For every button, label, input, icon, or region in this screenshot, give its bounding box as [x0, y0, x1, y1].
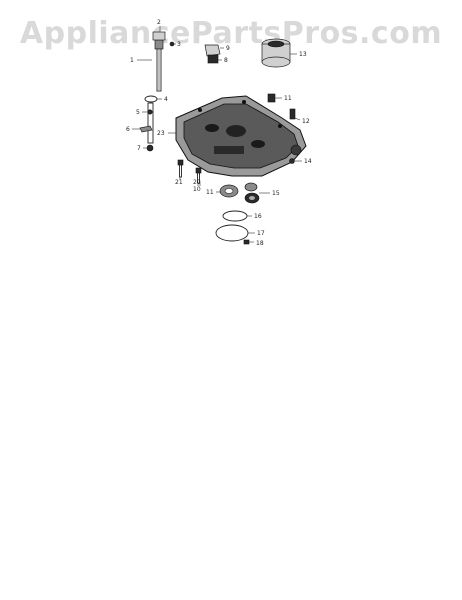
leader-12	[294, 117, 301, 121]
part-dipstick-tube[interactable]	[154, 39, 175, 92]
callout-18: 18	[256, 240, 264, 247]
part-oil-sump[interactable]	[175, 95, 307, 177]
callout-16: 16	[254, 213, 262, 220]
callout-10: 10	[193, 186, 201, 193]
watermark-logo: AppliancePartsPros.com	[19, 16, 443, 51]
part-lower-tube[interactable]	[139, 102, 154, 152]
callout-15: 15	[272, 190, 280, 197]
part-bolt-20[interactable]	[195, 167, 202, 184]
callout-7: 7	[137, 145, 141, 152]
callout-5: 5	[136, 109, 140, 116]
callout-3: 3	[177, 41, 181, 48]
callout-11b: 11	[206, 189, 214, 196]
callout-2: 2	[157, 19, 161, 26]
part-washer[interactable]	[144, 95, 158, 103]
callout-14: 14	[304, 158, 312, 165]
part-dipstick-cap[interactable]	[152, 31, 166, 41]
part-bolt-21[interactable]	[177, 159, 184, 178]
part-oil-filter[interactable]	[261, 38, 291, 68]
callout-13: 13	[299, 51, 307, 58]
part-bearing[interactable]	[219, 184, 239, 198]
callout-8: 8	[224, 57, 228, 64]
callout-20: 20	[193, 179, 201, 186]
callout-1: 1	[130, 57, 134, 64]
callout-12: 12	[302, 118, 310, 125]
callout-21: 21	[175, 179, 183, 186]
callout-9: 9	[226, 45, 230, 52]
callout-23: 23	[157, 130, 165, 137]
part-gear-set[interactable]	[244, 182, 260, 204]
callout-17: 17	[257, 230, 265, 237]
callout-4: 4	[164, 96, 168, 103]
part-o-ring[interactable]	[222, 210, 248, 222]
part-breather[interactable]	[204, 44, 221, 64]
callout-11a: 11	[284, 95, 292, 102]
part-screw-18[interactable]	[243, 239, 250, 245]
callout-6: 6	[126, 126, 130, 133]
part-drain-plug[interactable]	[289, 158, 295, 164]
part-cover-plate[interactable]	[215, 224, 249, 242]
